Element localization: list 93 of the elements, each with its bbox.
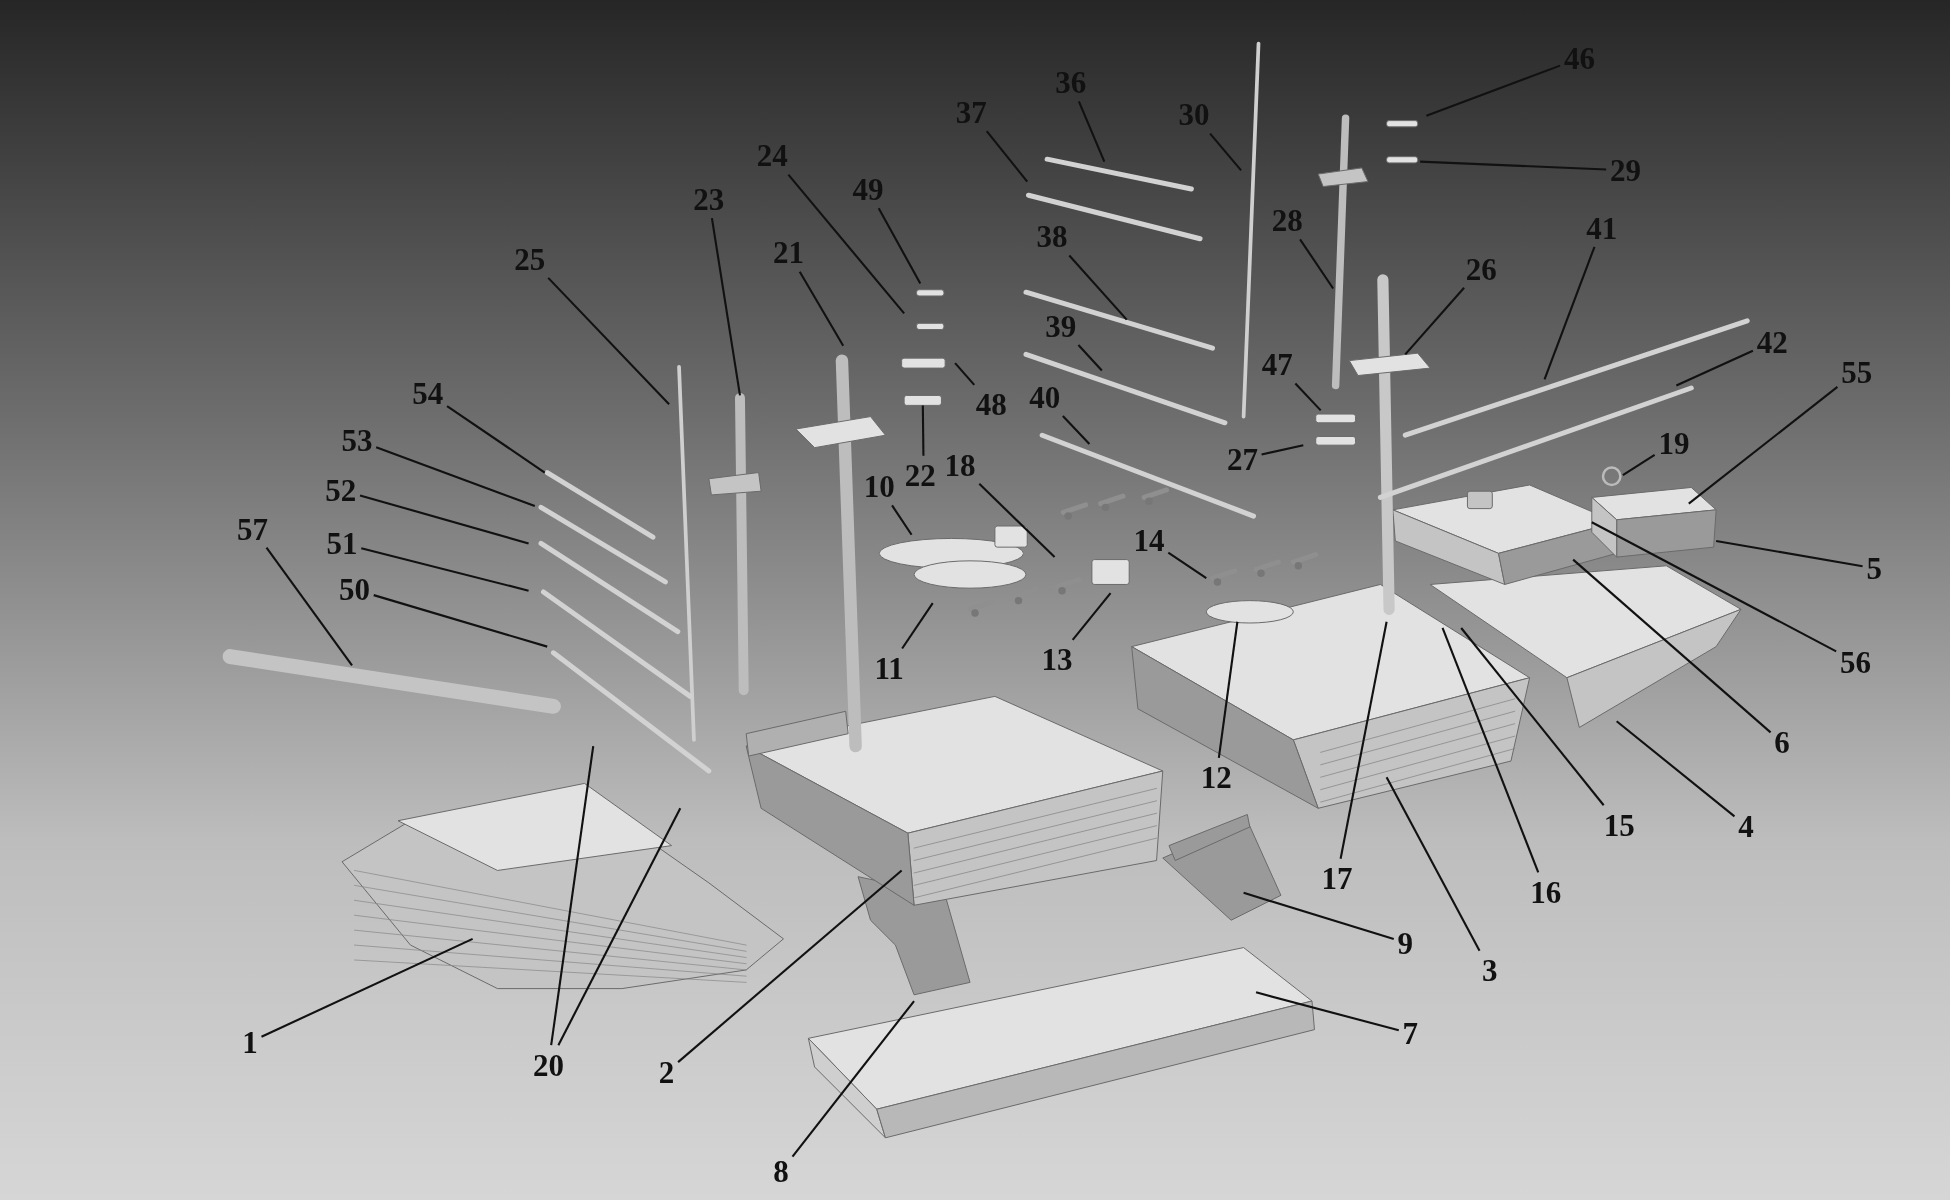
leader-line xyxy=(891,504,913,536)
leader-line xyxy=(1299,238,1334,290)
callout-number: 47 xyxy=(1261,348,1293,380)
leader-line xyxy=(359,494,529,545)
leader-line xyxy=(446,405,546,474)
callout-number: 27 xyxy=(1226,443,1258,475)
leader-line xyxy=(375,446,536,508)
leader-line xyxy=(1404,287,1465,356)
callout-number: 3 xyxy=(1482,954,1498,986)
leader-line xyxy=(550,745,595,1046)
callout-number: 18 xyxy=(944,449,976,481)
masthead-platform xyxy=(903,394,942,406)
callout-number: 51 xyxy=(326,527,358,559)
callout-number: 52 xyxy=(325,474,357,506)
leader-line xyxy=(1294,382,1322,412)
leader-line xyxy=(1167,551,1207,580)
callout-number: 4 xyxy=(1738,810,1754,842)
callout-number: 11 xyxy=(874,652,904,684)
leader-line xyxy=(901,602,934,650)
callout-number: 6 xyxy=(1774,726,1790,758)
leader-line xyxy=(1688,386,1839,505)
callout-number: 38 xyxy=(1036,220,1068,252)
leader-line xyxy=(710,218,741,396)
leader-line xyxy=(1255,991,1400,1032)
leader-line xyxy=(361,547,529,592)
leader-line xyxy=(677,869,903,1063)
leader-line xyxy=(261,937,474,1038)
leader-line xyxy=(985,130,1029,183)
callout-number: 39 xyxy=(1045,310,1077,342)
callout-number: 53 xyxy=(341,424,373,456)
leader-line xyxy=(1071,592,1112,641)
callout-number: 54 xyxy=(412,377,444,409)
leader-line xyxy=(1460,627,1605,806)
callout-number: 41 xyxy=(1586,212,1618,244)
callout-number: 2 xyxy=(658,1056,675,1088)
callout-number: 26 xyxy=(1465,253,1497,285)
leader-line xyxy=(547,277,670,405)
leader-line xyxy=(1441,627,1540,873)
callout-number: 8 xyxy=(773,1156,789,1187)
leader-line xyxy=(791,1000,915,1158)
callout-number: 50 xyxy=(338,573,370,605)
leader-line xyxy=(1077,344,1103,372)
leader-line xyxy=(978,483,1056,558)
leader-line xyxy=(1062,415,1091,445)
leader-line xyxy=(1217,621,1239,759)
leader-line xyxy=(1243,891,1395,941)
leader-line xyxy=(1675,349,1754,387)
callout-number: 12 xyxy=(1200,761,1232,793)
callout-number: 23 xyxy=(693,183,725,215)
leader-line xyxy=(1420,160,1607,171)
callout-number: 16 xyxy=(1530,876,1562,908)
leader-line xyxy=(1543,246,1596,380)
leader-line xyxy=(1591,521,1837,653)
leader-line xyxy=(1339,621,1388,859)
leader-line xyxy=(798,271,845,347)
leader-line xyxy=(1385,776,1481,952)
leader-line xyxy=(1209,132,1242,172)
callout-number: 13 xyxy=(1041,643,1073,675)
callout-number: 1 xyxy=(242,1026,258,1058)
callout-number: 14 xyxy=(1133,524,1165,556)
leader-line xyxy=(1572,558,1772,734)
callout-number: 5 xyxy=(1866,552,1882,584)
leader-line xyxy=(1077,100,1106,163)
leader-line xyxy=(1622,454,1656,476)
leader-line xyxy=(265,547,353,666)
callout-number: 40 xyxy=(1029,381,1061,413)
leader-line xyxy=(921,405,925,456)
callout-number: 17 xyxy=(1321,862,1353,894)
leader-line xyxy=(1426,64,1561,117)
callout-number: 15 xyxy=(1603,809,1635,840)
leader-line xyxy=(954,362,976,386)
leader-line xyxy=(787,173,905,315)
leader-line xyxy=(1715,539,1863,568)
callout-number: 56 xyxy=(1840,646,1871,678)
leader-line xyxy=(877,207,922,285)
callout-number: 19 xyxy=(1658,427,1690,459)
callout-number: 42 xyxy=(1756,326,1788,358)
callout-number: 55 xyxy=(1841,356,1873,388)
leader-line xyxy=(1616,720,1736,818)
callout-number: 25 xyxy=(514,243,546,275)
leader-line xyxy=(1261,444,1304,456)
callout-number: 22 xyxy=(904,459,936,491)
callout-number: 7 xyxy=(1402,1017,1418,1049)
callout-number: 9 xyxy=(1397,927,1414,959)
leader-line xyxy=(557,807,682,1046)
callout-number: 21 xyxy=(772,236,804,268)
callout-number: 20 xyxy=(532,1049,564,1081)
callout-number: 28 xyxy=(1271,204,1303,236)
leader-line xyxy=(373,594,548,648)
callout-number: 57 xyxy=(236,513,268,545)
callout-number: 48 xyxy=(975,388,1007,420)
leader-line xyxy=(1068,254,1128,321)
callout-number: 10 xyxy=(863,470,895,502)
